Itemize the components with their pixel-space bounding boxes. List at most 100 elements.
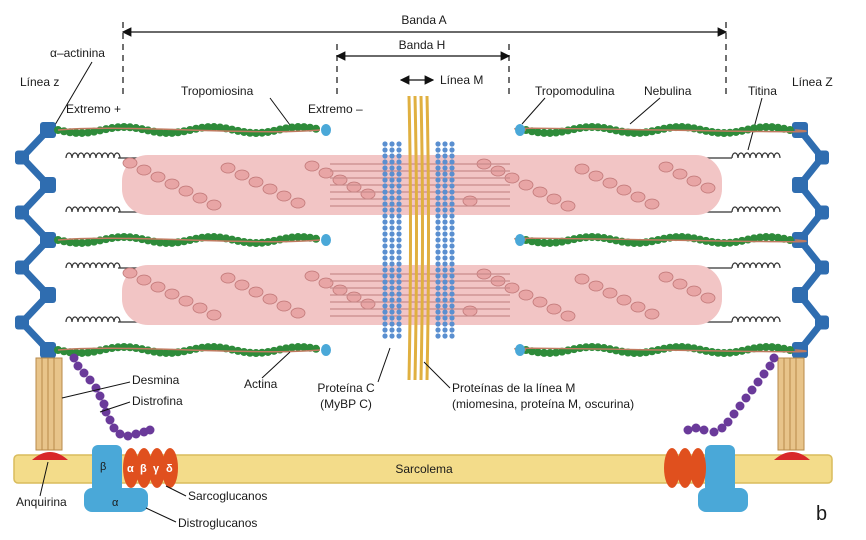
c-protein-bead — [435, 183, 441, 189]
actin-monomer — [762, 233, 770, 242]
actin-monomer — [624, 348, 632, 357]
c-protein-bead — [396, 141, 402, 147]
c-protein-bead — [442, 195, 448, 201]
c-protein-bead — [449, 327, 455, 333]
dystrophin-bead — [735, 401, 745, 411]
myosin-head — [206, 199, 222, 211]
banda-a-label: Banda A — [401, 13, 446, 27]
c-protein-bead — [389, 321, 395, 327]
c-protein-bead — [389, 267, 395, 273]
dystrophin-bead — [105, 415, 115, 425]
c-protein-bead — [389, 327, 395, 333]
sarcolemma-membrane — [13, 454, 833, 484]
actin-monomer — [156, 348, 164, 357]
c-protein-bands — [382, 141, 455, 339]
c-protein-bead — [442, 225, 448, 231]
actin-monomer — [534, 238, 542, 247]
c-protein-bead — [449, 273, 455, 279]
tropomodulin-cap — [321, 344, 331, 356]
actin-monomer — [204, 233, 212, 242]
actin-monomer — [678, 343, 686, 352]
titin-spring — [731, 262, 781, 269]
c-protein-bead — [442, 243, 448, 249]
c-protein-bead — [396, 195, 402, 201]
myosin-head — [588, 170, 604, 182]
actin-monomer — [780, 344, 788, 353]
myosin-head — [630, 191, 646, 203]
actin-monomer — [774, 233, 782, 242]
actin-monomer — [90, 127, 98, 136]
actin-monomer — [624, 238, 632, 247]
alfa-dg-label: α — [112, 497, 119, 509]
c-protein-bead — [449, 237, 455, 243]
actin-monomer — [762, 123, 770, 132]
actin-monomer — [168, 238, 176, 247]
actin-monomer — [600, 344, 608, 353]
dystrophin-bead — [115, 429, 125, 439]
c-protein-bead — [389, 273, 395, 279]
c-protein-bead — [382, 231, 388, 237]
actin-monomer — [558, 347, 566, 356]
myosin-head — [518, 179, 534, 191]
c-protein-bead — [435, 267, 441, 273]
actin-monomer — [750, 344, 758, 353]
actin-monomer — [780, 234, 788, 243]
actin-monomer — [780, 124, 788, 133]
c-protein-bead — [382, 267, 388, 273]
c-protein-bead — [396, 321, 402, 327]
actin-monomer — [672, 123, 680, 132]
actin-monomer — [258, 238, 266, 247]
actin-monomer — [756, 123, 764, 132]
titin-spring — [65, 206, 121, 213]
c-protein-bead — [389, 171, 395, 177]
c-protein-bead — [435, 207, 441, 213]
c-protein-bead — [382, 189, 388, 195]
m-line-rod — [425, 95, 430, 381]
desmin-right — [777, 357, 805, 451]
actin-monomer — [312, 344, 320, 353]
c-protein-bead — [435, 213, 441, 219]
m-line-rod — [407, 95, 412, 381]
myosin-head — [276, 190, 292, 202]
proteinas-m-label: Proteínas de la línea M — [452, 381, 575, 395]
c-protein-bead — [382, 171, 388, 177]
c-protein-bead — [389, 315, 395, 321]
actin-monomer — [126, 233, 134, 242]
myosin-head — [700, 182, 716, 194]
c-protein-bead — [435, 327, 441, 333]
actin-monomer — [90, 347, 98, 356]
actin-monomer — [708, 127, 716, 136]
z-disc-node — [815, 205, 829, 220]
c-protein-bead — [382, 303, 388, 309]
actin-monomer — [708, 237, 716, 246]
dystrophin-bead — [723, 417, 733, 427]
actin-monomer — [168, 348, 176, 357]
myosin-head — [318, 167, 334, 179]
c-protein-bead — [435, 177, 441, 183]
actin-monomer — [216, 123, 224, 132]
actin-monomer — [90, 237, 98, 246]
myosin-head — [220, 162, 236, 174]
c-protein-bead — [435, 231, 441, 237]
anquirina-label: Anquirina — [16, 495, 67, 509]
c-protein-bead — [442, 315, 448, 321]
myosin-head — [574, 273, 590, 285]
c-protein-bead — [435, 189, 441, 195]
myosin-head — [616, 184, 632, 196]
actin-monomer — [696, 345, 704, 354]
myosin-head — [462, 195, 478, 207]
c-protein-bead — [396, 279, 402, 285]
actin-monomer — [612, 236, 620, 245]
actin-monomer — [288, 233, 296, 242]
dystrophin-bead — [85, 375, 95, 385]
distrofina-label: Distrofina — [132, 394, 183, 408]
myosin-head — [588, 280, 604, 292]
actin-monomer — [258, 128, 266, 137]
actin-monomer — [786, 346, 794, 355]
actin-monomer — [552, 348, 560, 357]
proteina-c-label: Proteína C — [317, 381, 375, 395]
c-protein-bead — [382, 237, 388, 243]
c-protein-bead — [382, 153, 388, 159]
actin-monomer — [546, 238, 554, 247]
